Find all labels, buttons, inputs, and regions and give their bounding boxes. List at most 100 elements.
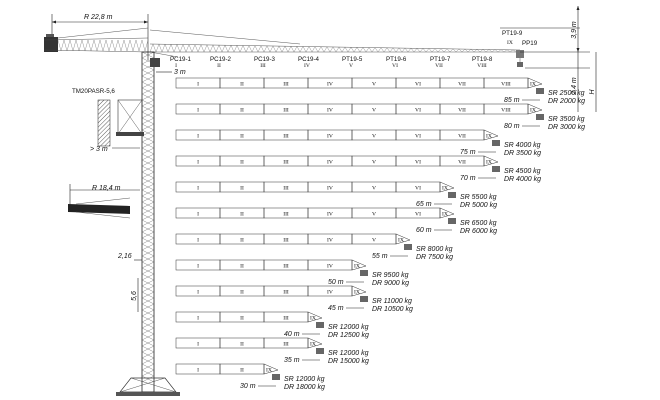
double-reeving-load: DR 2000 kg (548, 98, 585, 105)
trolley-icon (492, 166, 500, 172)
section-numeral: I (197, 82, 199, 88)
section-numeral: II (240, 316, 244, 322)
section-numeral: IV (327, 108, 333, 114)
cab-offset-label: 3 m (174, 69, 186, 76)
jib-section-numeral: II (217, 63, 221, 69)
section-numeral: VII (458, 134, 466, 140)
section-numeral: VII (458, 160, 466, 166)
jib-section-labels: PC19-1 PC19-2 PC19-3 PC19-4 PT19-5 PT19-… (170, 56, 493, 69)
trolley-icon (272, 374, 280, 380)
section-numeral: IV (327, 82, 333, 88)
section-numeral: II (240, 82, 244, 88)
jib-section-numeral: VIII (477, 63, 487, 69)
section-numeral: IV (327, 212, 333, 218)
jib-length-label: 65 m (416, 201, 432, 208)
single-reeving-load: SR 12000 kg (328, 350, 369, 357)
section-numeral: III (283, 134, 289, 140)
double-reeving-load: DR 9000 kg (372, 280, 409, 287)
trolley-icon (404, 244, 412, 250)
right-height-dimensions: 3,9 m 2,4 m H (571, 6, 597, 112)
tower-mast (116, 51, 180, 396)
section-numeral: II (240, 290, 244, 296)
tip-numeral: IX (486, 160, 492, 166)
section-numeral: VI (415, 212, 421, 218)
section-numeral: I (197, 186, 199, 192)
double-reeving-load: DR 18000 kg (284, 384, 325, 391)
tip-numeral: IX (354, 264, 360, 270)
trolley-icon (316, 348, 324, 354)
jib-section-numeral: III (260, 63, 266, 69)
jib-tip-segment (307, 337, 323, 349)
jib-length-label: 85 m (504, 97, 520, 104)
section-numeral: VI (415, 186, 421, 192)
section-numeral: III (283, 186, 289, 192)
base-model-label: TM20PASR-5,6 (72, 88, 115, 95)
section-numeral: IV (327, 160, 333, 166)
jib-tip-segment (439, 181, 455, 193)
section-numeral: III (283, 290, 289, 296)
section-numeral: VII (458, 108, 466, 114)
section-numeral: IV (327, 290, 333, 296)
single-reeving-load: SR 11000 kg (372, 298, 412, 305)
section-numeral: III (283, 82, 289, 88)
mast-dimensions: 2,16 5,6 (117, 253, 142, 312)
top-height-label: 3,9 m (571, 21, 578, 39)
jib-section-label: PC19-1 (170, 56, 192, 63)
jib-tip-segment (527, 77, 543, 89)
section-numeral: II (240, 134, 244, 140)
jib-tip-segment (307, 311, 323, 323)
jib-section-label: PT19-6 (386, 56, 407, 63)
double-reeving-load: DR 7500 kg (416, 254, 453, 261)
single-reeving-load: SR 6500 kg (460, 220, 497, 227)
tip-numeral: IX (310, 316, 316, 322)
section-numeral: I (197, 238, 199, 244)
section-numeral: VI (415, 160, 421, 166)
tip-numeral: IX (486, 134, 492, 140)
section-numeral: VIII (501, 82, 511, 88)
section-numeral: III (283, 238, 289, 244)
section-numeral: VIII (501, 108, 511, 114)
section-numeral: IV (327, 264, 333, 270)
double-reeving-load: DR 12500 kg (328, 332, 369, 339)
height-symbol: H (589, 89, 596, 95)
trolley-icon (448, 218, 456, 224)
single-reeving-load: SR 12000 kg (328, 324, 369, 331)
tip-numeral: IX (530, 108, 536, 114)
jib-section-numeral: IV (304, 63, 310, 69)
single-reeving-load: SR 9500 kg (372, 272, 409, 279)
jib-tip-segment (439, 207, 455, 219)
section-numeral: II (240, 238, 244, 244)
tip-end-label: PP19 (522, 40, 538, 47)
section-numeral: VII (458, 82, 466, 88)
double-reeving-load: DR 15000 kg (328, 358, 369, 365)
section-numeral: III (283, 264, 289, 270)
section-numeral: I (197, 316, 199, 322)
section-numeral: V (372, 108, 376, 114)
section-numeral: VI (415, 108, 421, 114)
section-numeral: V (372, 212, 376, 218)
double-reeving-load: DR 4000 kg (504, 176, 541, 183)
jib-tip-segment (351, 285, 367, 297)
section-numeral: IV (327, 134, 333, 140)
section-numeral: II (240, 368, 244, 374)
trolley-icon (316, 322, 324, 328)
jib-length-label: 50 m (328, 279, 344, 286)
section-numeral: III (283, 342, 289, 348)
section-numeral: I (197, 160, 199, 166)
section-numeral: VI (415, 134, 421, 140)
jib-section-label: PC19-3 (254, 56, 276, 63)
single-reeving-load: SR 4000 kg (504, 142, 541, 149)
tip-numeral: IX (354, 290, 360, 296)
section-numeral: V (372, 160, 376, 166)
mast-section-label: 5,6 (131, 291, 138, 301)
trolley-icon (536, 114, 544, 120)
jib-tip-segment (483, 155, 499, 167)
section-numeral: I (197, 108, 199, 114)
jib-length-label: 70 m (460, 175, 476, 182)
